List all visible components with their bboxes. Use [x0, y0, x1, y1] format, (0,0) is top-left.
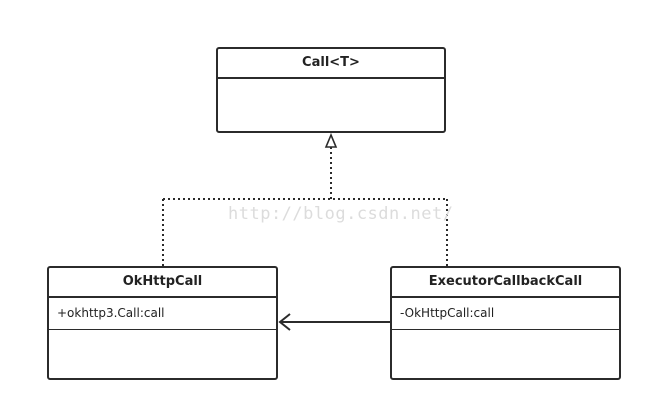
class-executorcallbackcall[interactable]: ExecutorCallbackCall -OkHttpCall:call	[390, 266, 621, 380]
realization-connector	[162, 147, 448, 266]
realization-arrowhead-icon	[324, 132, 338, 148]
class-okhttpcall-attribute: +okhttp3.Call:call	[49, 298, 276, 330]
class-okhttpcall-methods	[49, 330, 276, 370]
class-call-name: Call<T>	[218, 49, 444, 79]
class-okhttpcall-name: OkHttpCall	[49, 268, 276, 298]
class-executorcallbackcall-attribute: -OkHttpCall:call	[392, 298, 619, 330]
watermark: http://blog.csdn.net/	[228, 204, 454, 224]
class-executorcallbackcall-name: ExecutorCallbackCall	[392, 268, 619, 298]
association-arrowhead-icon	[278, 313, 291, 331]
class-okhttpcall[interactable]: OkHttpCall +okhttp3.Call:call	[47, 266, 278, 380]
class-call[interactable]: Call<T>	[216, 47, 446, 133]
class-executorcallbackcall-methods	[392, 330, 619, 370]
